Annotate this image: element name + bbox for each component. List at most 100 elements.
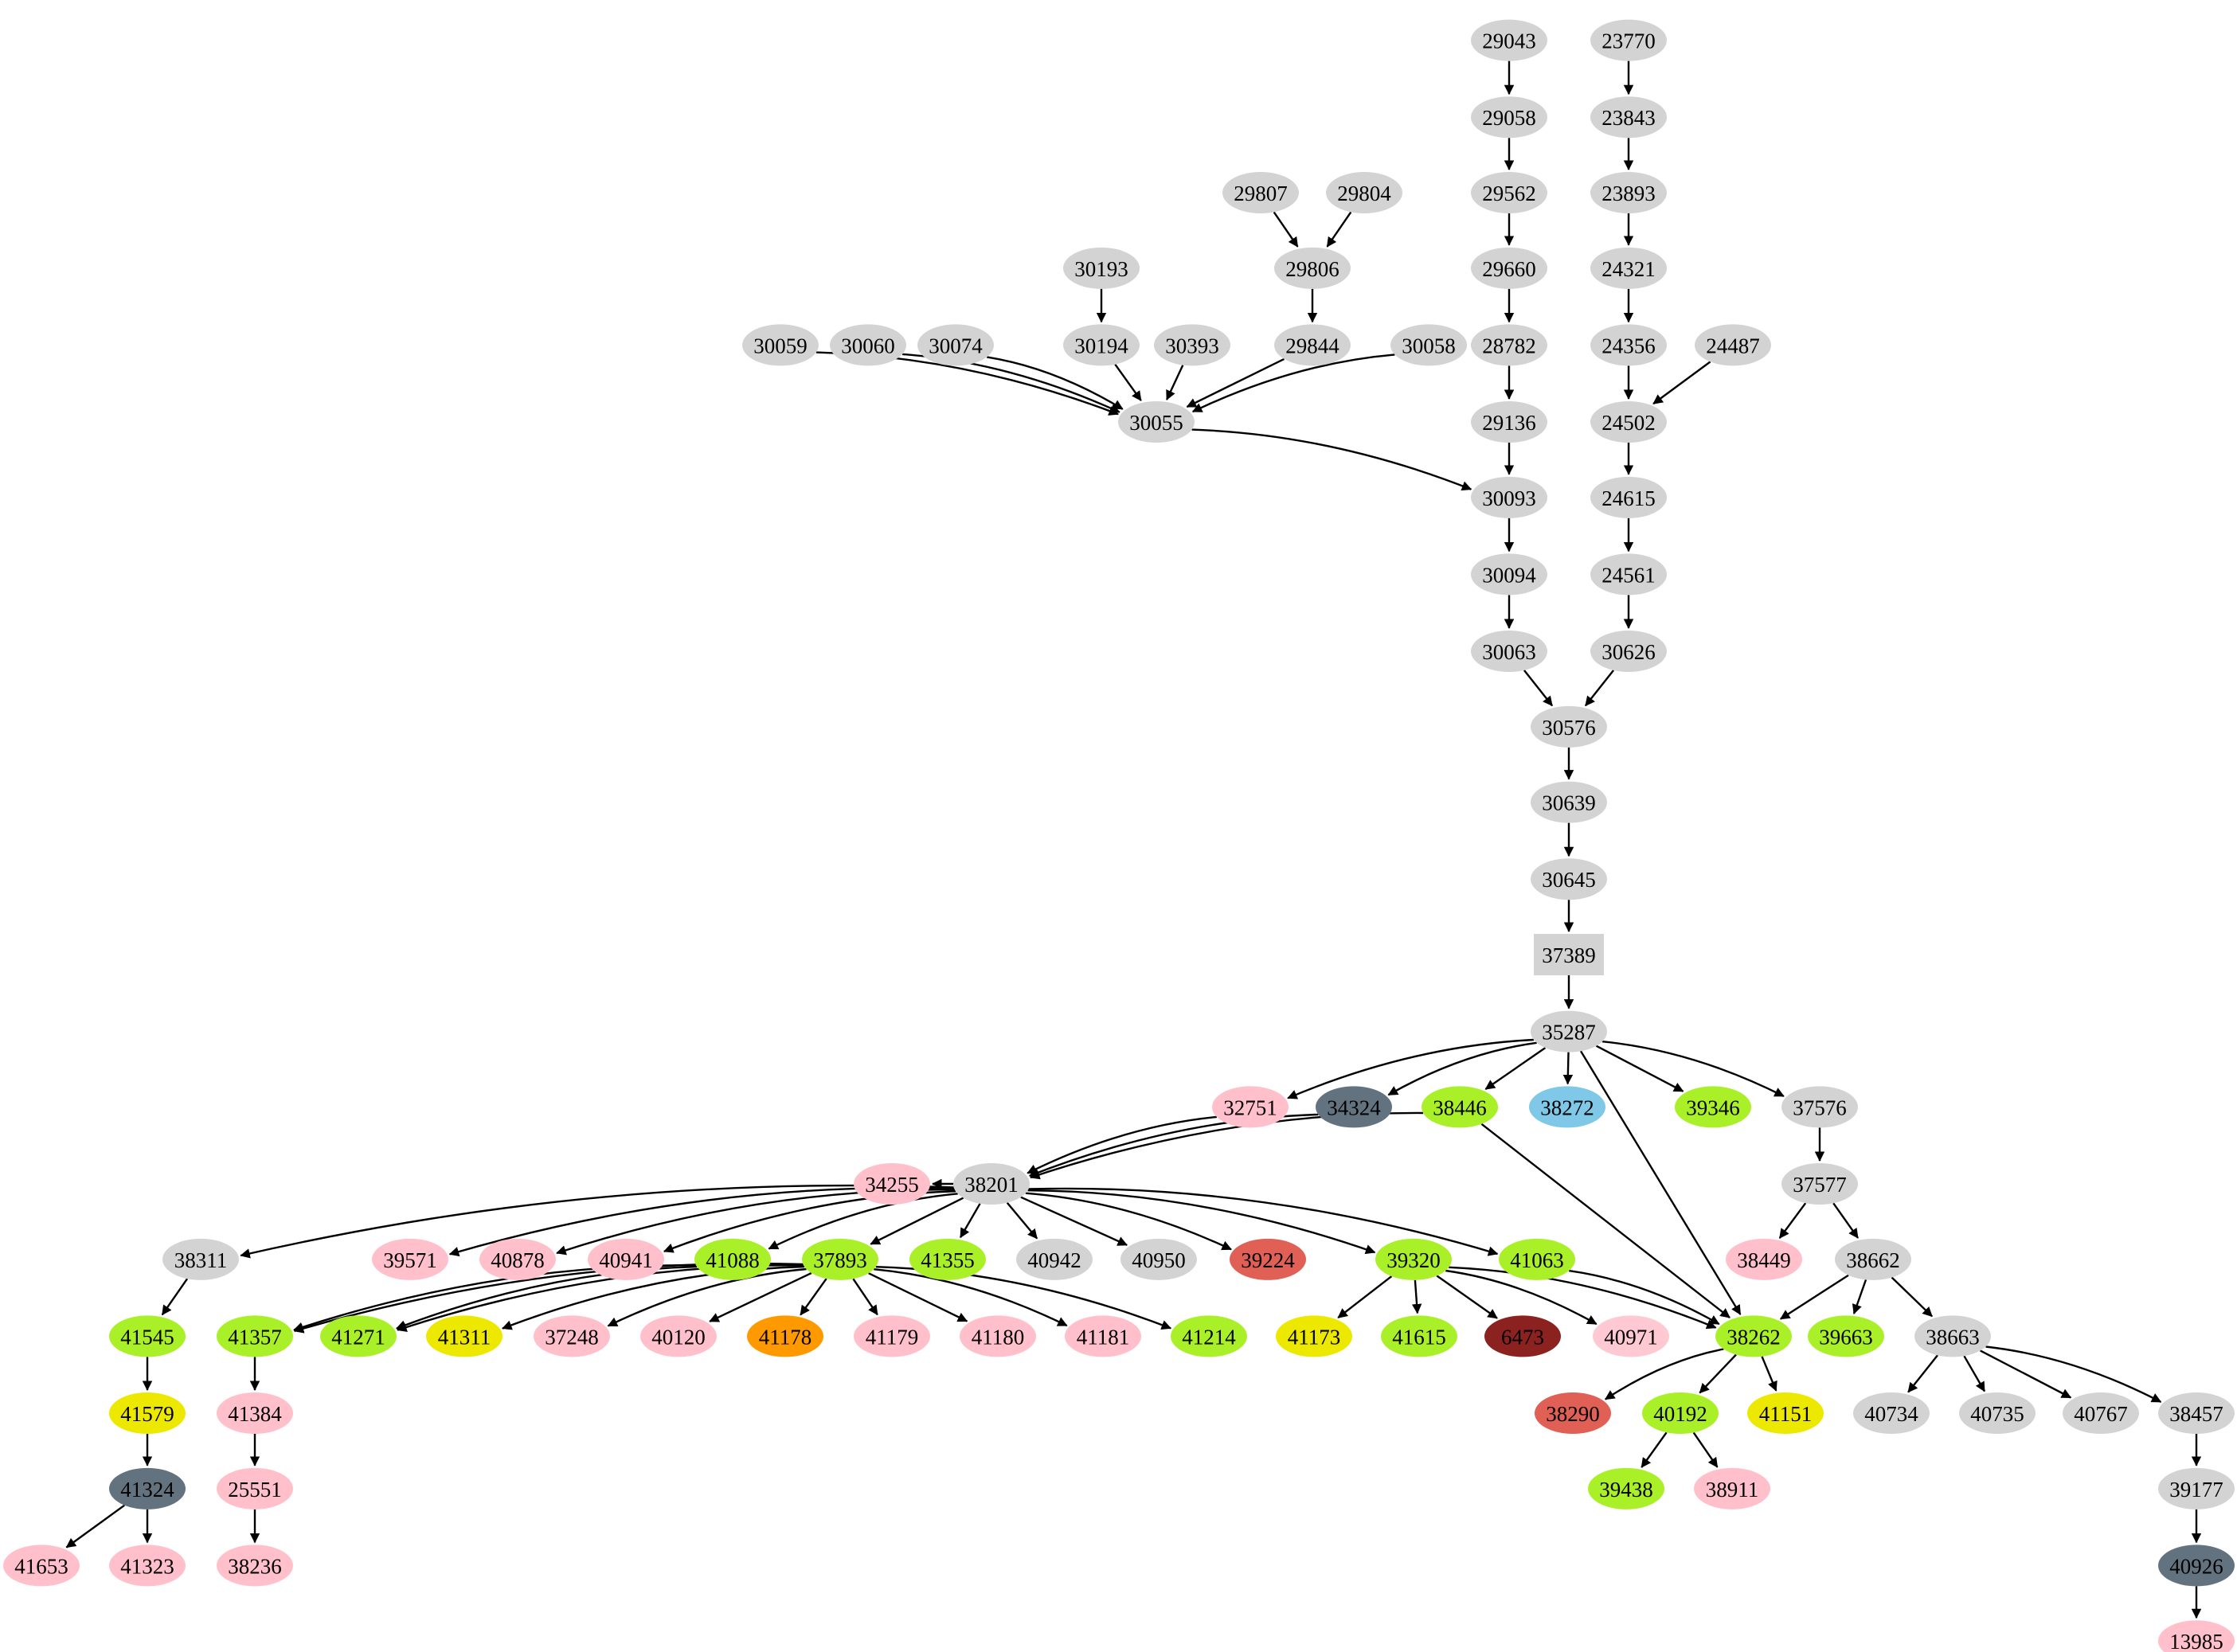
graph-node-30393[interactable]: 30393	[1154, 324, 1230, 366]
node-shape[interactable]	[1588, 1467, 1664, 1509]
graph-node-24356[interactable]: 24356	[1590, 324, 1667, 366]
graph-node-30059[interactable]: 30059	[742, 324, 819, 366]
node-shape[interactable]	[109, 1315, 186, 1357]
graph-node-30193[interactable]: 30193	[1063, 247, 1140, 289]
node-shape[interactable]	[1590, 401, 1667, 443]
node-shape[interactable]	[1154, 324, 1230, 366]
node-shape[interactable]	[2158, 1467, 2235, 1509]
node-shape[interactable]	[1471, 631, 1547, 673]
graph-node-40971[interactable]: 40971	[1593, 1315, 1669, 1357]
graph-node-29562[interactable]: 29562	[1471, 172, 1547, 214]
graph-node-29058[interactable]: 29058	[1471, 96, 1547, 139]
graph-node-41214[interactable]: 41214	[1171, 1315, 1247, 1357]
graph-node-41653[interactable]: 41653	[3, 1545, 80, 1587]
graph-node-29043[interactable]: 29043	[1471, 19, 1547, 61]
node-shape[interactable]	[1390, 324, 1467, 366]
node-shape[interactable]	[1065, 1315, 1141, 1357]
graph-node-40950[interactable]: 40950	[1120, 1238, 1197, 1280]
node-shape[interactable]	[830, 324, 906, 366]
node-shape[interactable]	[1642, 1392, 1719, 1435]
graph-node-29844[interactable]: 29844	[1274, 324, 1351, 366]
node-shape[interactable]	[1276, 1315, 1352, 1357]
node-shape[interactable]	[1118, 401, 1195, 443]
graph-node-23893[interactable]: 23893	[1590, 172, 1667, 214]
node-shape[interactable]	[1230, 1238, 1306, 1280]
graph-node-41545[interactable]: 41545	[109, 1315, 186, 1357]
node-shape[interactable]	[960, 1315, 1036, 1357]
graph-node-41178[interactable]: 41178	[747, 1315, 823, 1357]
node-shape[interactable]	[217, 1315, 293, 1357]
graph-node-30576[interactable]: 30576	[1531, 705, 1607, 748]
node-shape[interactable]	[1781, 1086, 1858, 1128]
graph-node-41173[interactable]: 41173	[1276, 1315, 1352, 1357]
node-shape[interactable]	[1063, 247, 1140, 289]
graph-node-38290[interactable]: 38290	[1535, 1392, 1611, 1435]
node-shape[interactable]	[1531, 1010, 1607, 1053]
graph-node-35287[interactable]: 35287	[1531, 1010, 1607, 1053]
graph-node-38663[interactable]: 38663	[1914, 1315, 1991, 1357]
node-shape[interactable]	[217, 1467, 293, 1509]
node-shape[interactable]	[2063, 1392, 2139, 1435]
graph-node-41323[interactable]: 41323	[109, 1545, 186, 1587]
graph-node-41357[interactable]: 41357	[217, 1315, 293, 1357]
graph-node-41063[interactable]: 41063	[1499, 1238, 1575, 1280]
node-shape[interactable]	[109, 1467, 186, 1509]
node-shape[interactable]	[953, 1163, 1030, 1205]
node-shape[interactable]	[1531, 705, 1607, 748]
node-shape[interactable]	[1381, 1315, 1457, 1357]
graph-node-29807[interactable]: 29807	[1222, 172, 1299, 214]
node-shape[interactable]	[1212, 1086, 1289, 1128]
graph-node-28782[interactable]: 28782	[1471, 324, 1547, 366]
graph-node-23770[interactable]: 23770	[1590, 19, 1667, 61]
node-shape[interactable]	[1471, 324, 1547, 366]
node-shape[interactable]	[217, 1545, 293, 1587]
graph-node-39438[interactable]: 39438	[1588, 1467, 1664, 1509]
node-shape[interactable]	[109, 1545, 186, 1587]
node-shape[interactable]	[909, 1238, 986, 1280]
graph-node-30055[interactable]: 30055	[1118, 401, 1195, 443]
node-shape[interactable]	[854, 1163, 930, 1205]
graph-node-30093[interactable]: 30093	[1471, 476, 1547, 518]
node-shape[interactable]	[217, 1392, 293, 1435]
graph-node-41271[interactable]: 41271	[320, 1315, 397, 1357]
node-shape[interactable]	[1590, 324, 1667, 366]
node-shape[interactable]	[1535, 1392, 1611, 1435]
node-shape[interactable]	[1471, 247, 1547, 289]
graph-node-41088[interactable]: 41088	[694, 1238, 771, 1280]
graph-node-41384[interactable]: 41384	[217, 1392, 293, 1435]
graph-node-24561[interactable]: 24561	[1590, 553, 1667, 596]
node-shape[interactable]	[1590, 631, 1667, 673]
graph-node-40767[interactable]: 40767	[2063, 1392, 2139, 1435]
graph-node-37248[interactable]: 37248	[534, 1315, 610, 1357]
graph-node-39346[interactable]: 39346	[1675, 1086, 1751, 1128]
graph-node-41179[interactable]: 41179	[854, 1315, 930, 1357]
graph-node-39663[interactable]: 39663	[1808, 1315, 1884, 1357]
node-shape[interactable]	[1274, 324, 1351, 366]
node-shape[interactable]	[694, 1238, 771, 1280]
graph-node-30074[interactable]: 30074	[917, 324, 994, 366]
node-shape[interactable]	[372, 1238, 448, 1280]
node-shape[interactable]	[1316, 1086, 1392, 1128]
graph-node-6473[interactable]: 6473	[1484, 1315, 1561, 1357]
graph-node-29806[interactable]: 29806	[1274, 247, 1351, 289]
node-shape[interactable]	[1063, 324, 1140, 366]
node-shape[interactable]	[1590, 247, 1667, 289]
graph-node-24321[interactable]: 24321	[1590, 247, 1667, 289]
node-shape[interactable]	[1914, 1315, 1991, 1357]
graph-node-40878[interactable]: 40878	[479, 1238, 556, 1280]
node-shape[interactable]	[2158, 1620, 2235, 1652]
node-shape[interactable]	[1484, 1315, 1561, 1357]
node-shape[interactable]	[588, 1238, 664, 1280]
node-shape[interactable]	[1695, 324, 1771, 366]
node-shape[interactable]	[1422, 1086, 1498, 1128]
graph-node-38272[interactable]: 38272	[1529, 1086, 1605, 1128]
node-shape[interactable]	[426, 1315, 503, 1357]
graph-node-40942[interactable]: 40942	[1016, 1238, 1093, 1280]
graph-node-38449[interactable]: 38449	[1726, 1238, 1802, 1280]
graph-node-41181[interactable]: 41181	[1065, 1315, 1141, 1357]
node-shape[interactable]	[1675, 1086, 1751, 1128]
node-shape[interactable]	[2158, 1545, 2235, 1587]
node-shape[interactable]	[534, 1315, 610, 1357]
graph-node-41324[interactable]: 41324	[109, 1467, 186, 1509]
node-shape[interactable]	[320, 1315, 397, 1357]
